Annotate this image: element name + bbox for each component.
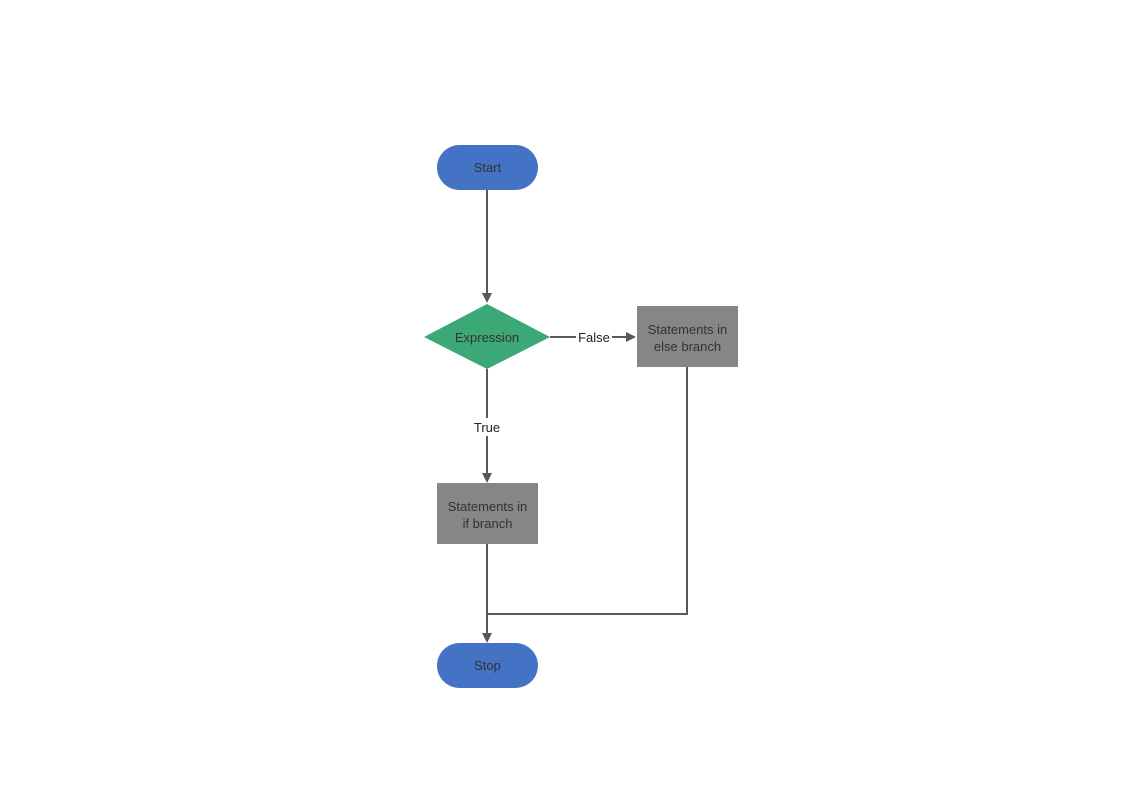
- stop-terminal-shape: [437, 643, 538, 688]
- edge-else-to-stop: [487, 367, 688, 615]
- if-branch-process-shape: [437, 483, 538, 544]
- false-edge-label: False: [578, 330, 610, 345]
- false-label-background: [576, 329, 612, 346]
- true-edge-label: True: [474, 420, 500, 435]
- else-branch-label-line-2: else branch: [654, 339, 721, 354]
- else-branch-label-line-1: Statements in: [648, 322, 728, 337]
- stop-node[interactable]: Stop: [437, 643, 538, 688]
- if-branch-label-line-2: if branch: [463, 516, 513, 531]
- else-branch-process-shape: [637, 306, 738, 367]
- expression-label: Expression: [455, 330, 519, 345]
- if-branch-node[interactable]: Statements in if branch: [437, 483, 538, 544]
- start-label: Start: [474, 160, 502, 175]
- stop-label: Stop: [474, 658, 501, 673]
- else-branch-node[interactable]: Statements in else branch: [637, 306, 738, 367]
- expression-diamond-shape: [424, 304, 550, 369]
- expression-decision-node[interactable]: Expression: [424, 304, 550, 369]
- start-node[interactable]: Start: [437, 145, 538, 190]
- true-label-background: [470, 418, 504, 436]
- start-terminal-shape: [437, 145, 538, 190]
- if-branch-label-line-1: Statements in: [448, 499, 528, 514]
